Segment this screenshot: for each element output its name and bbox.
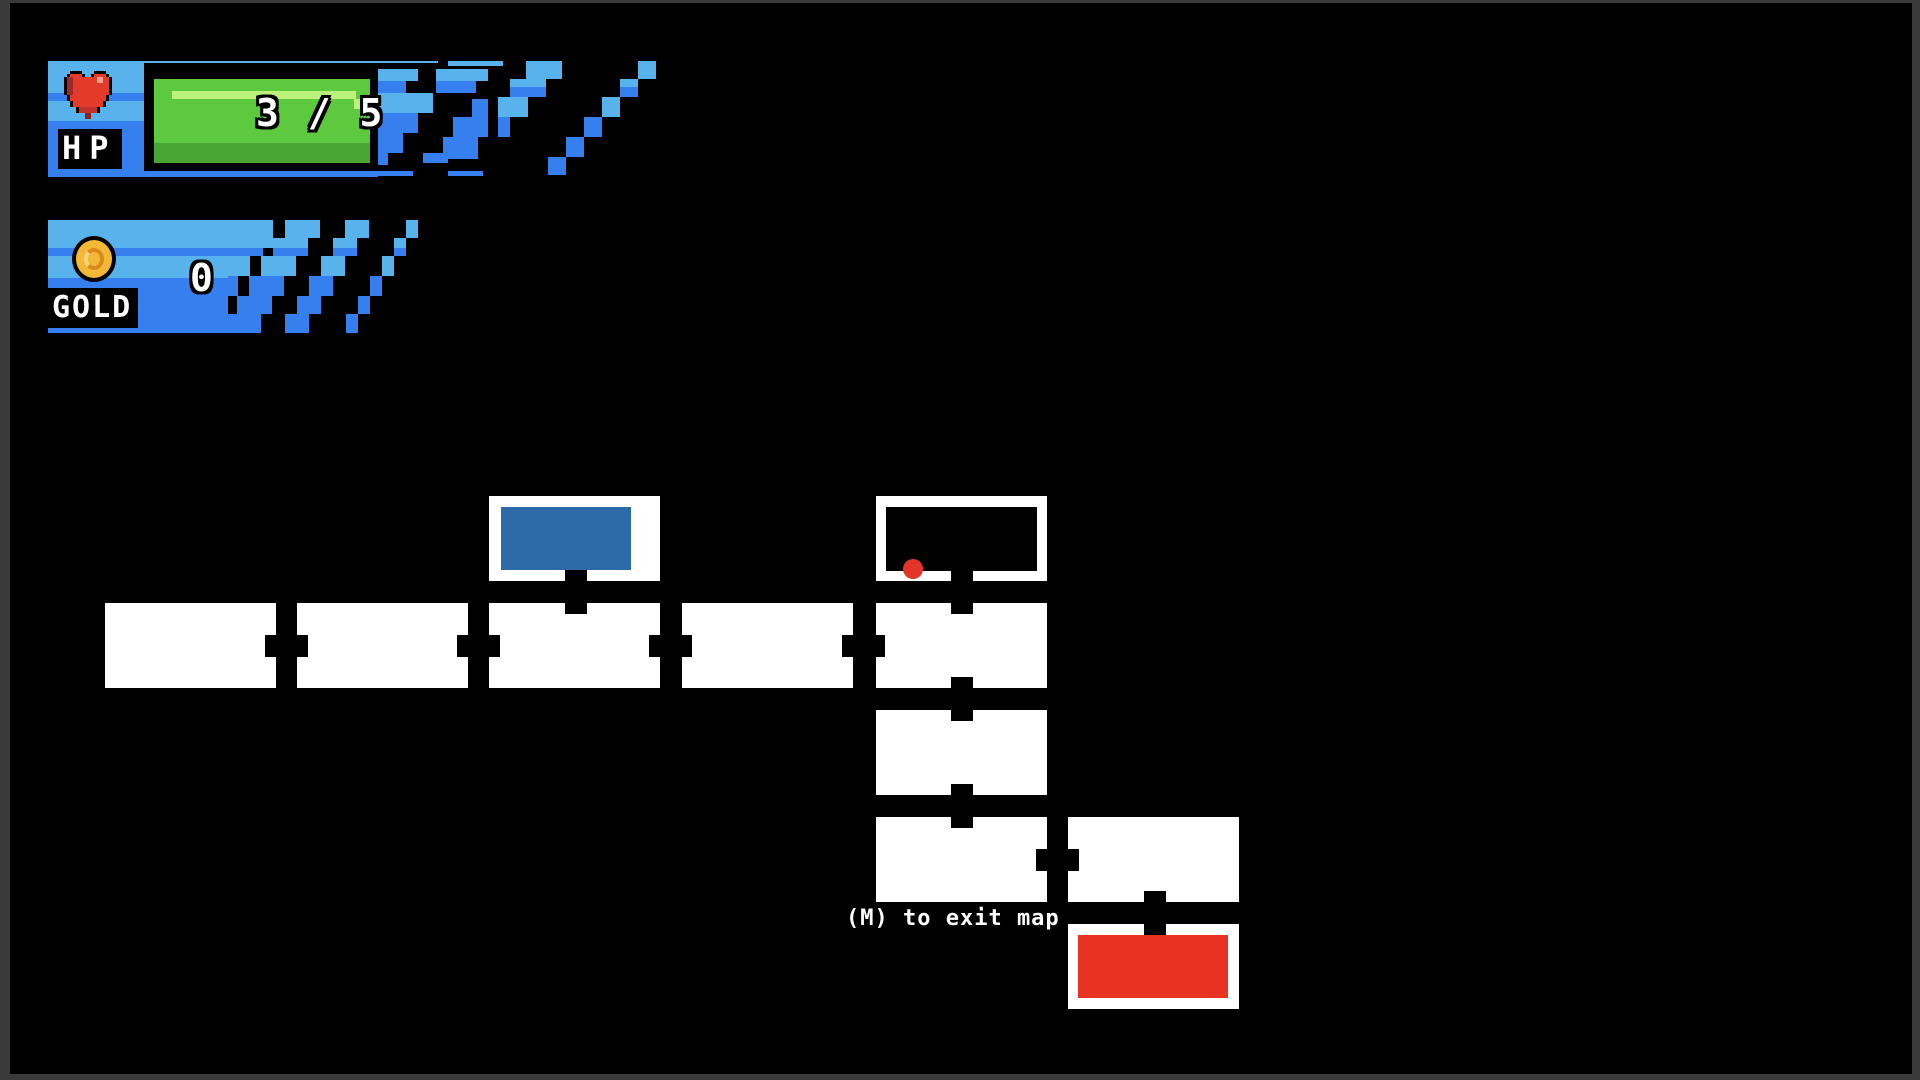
hp-panel: HP 3 / 5 (48, 61, 668, 181)
map-room-current (876, 496, 1047, 581)
gold-panel: GOLD 0 (48, 220, 448, 336)
map-door (565, 570, 587, 614)
exit-map-hint: (M) to exit map (846, 906, 1060, 931)
map-room (876, 603, 1047, 688)
map-door (1144, 891, 1166, 935)
map-room (876, 710, 1047, 795)
map-room (105, 603, 276, 688)
map-room (876, 817, 1047, 902)
hp-value-text: 3 / 5 (256, 91, 386, 135)
hp-label: HP (62, 129, 117, 167)
map-room-boss (1068, 924, 1239, 1009)
heart-icon (64, 71, 112, 119)
gold-label-box (48, 288, 138, 328)
player-marker-icon (903, 559, 923, 579)
map-door (457, 635, 500, 657)
map-room (1068, 817, 1239, 902)
map-door (1036, 849, 1079, 871)
hp-label-box (58, 129, 122, 169)
map-room (297, 603, 468, 688)
boss-room-fill (1078, 935, 1228, 998)
map-door (951, 570, 973, 614)
map-room-special (489, 496, 660, 581)
coin-icon (72, 236, 116, 282)
map-room (682, 603, 853, 688)
special-room-fill (501, 507, 631, 570)
map-door (265, 635, 308, 657)
dungeon-map: (M) to exit map (10, 3, 1912, 1074)
map-door (951, 784, 973, 828)
map-door (649, 635, 692, 657)
map-room (489, 603, 660, 688)
gold-value: 0 (190, 256, 215, 300)
map-door (951, 677, 973, 721)
hp-bar-fill (154, 79, 370, 163)
gold-label: GOLD (52, 290, 133, 325)
map-door (842, 635, 885, 657)
game-screen: HP 3 / 5 (10, 3, 1912, 1074)
